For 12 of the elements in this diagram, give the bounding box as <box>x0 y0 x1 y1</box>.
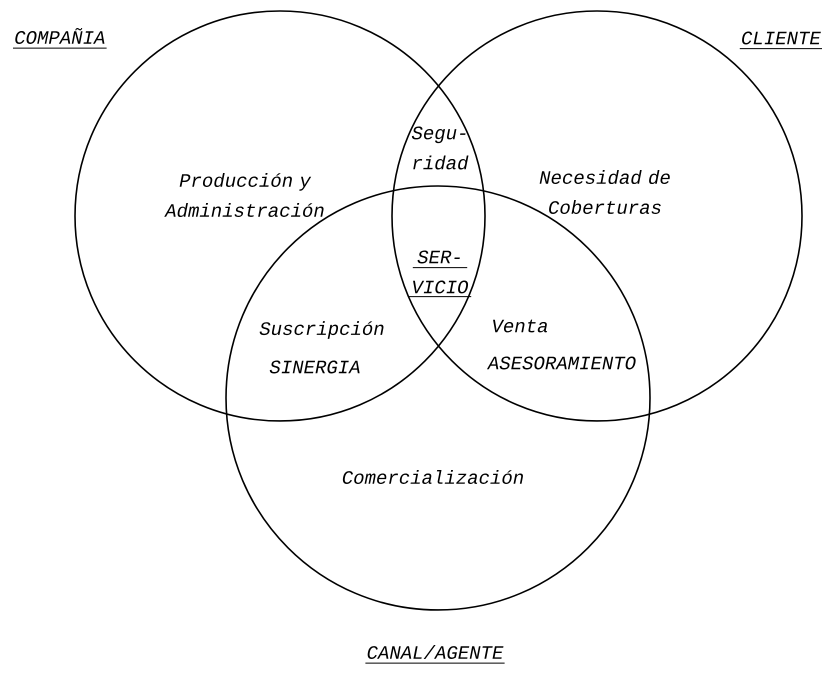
region-label: SINERGIA <box>270 360 360 374</box>
region-label: Producción y Administración <box>164 172 324 217</box>
region-label: SER- VICIO <box>408 250 472 298</box>
region-label: Suscripción <box>260 321 384 339</box>
region-label: Venta <box>493 320 548 332</box>
region-label: Necesidad de Coberturas <box>540 170 670 214</box>
circle-heading: COMPAÑIA <box>12 28 108 49</box>
circle-heading: CANAL/AGENTE <box>364 645 506 664</box>
region-label: Comercialización <box>342 470 523 484</box>
region-label: ASESORAMIENTO <box>486 356 636 370</box>
circle-heading: CLIENTE <box>739 32 822 50</box>
region-label: Segu- ridad <box>412 126 468 170</box>
